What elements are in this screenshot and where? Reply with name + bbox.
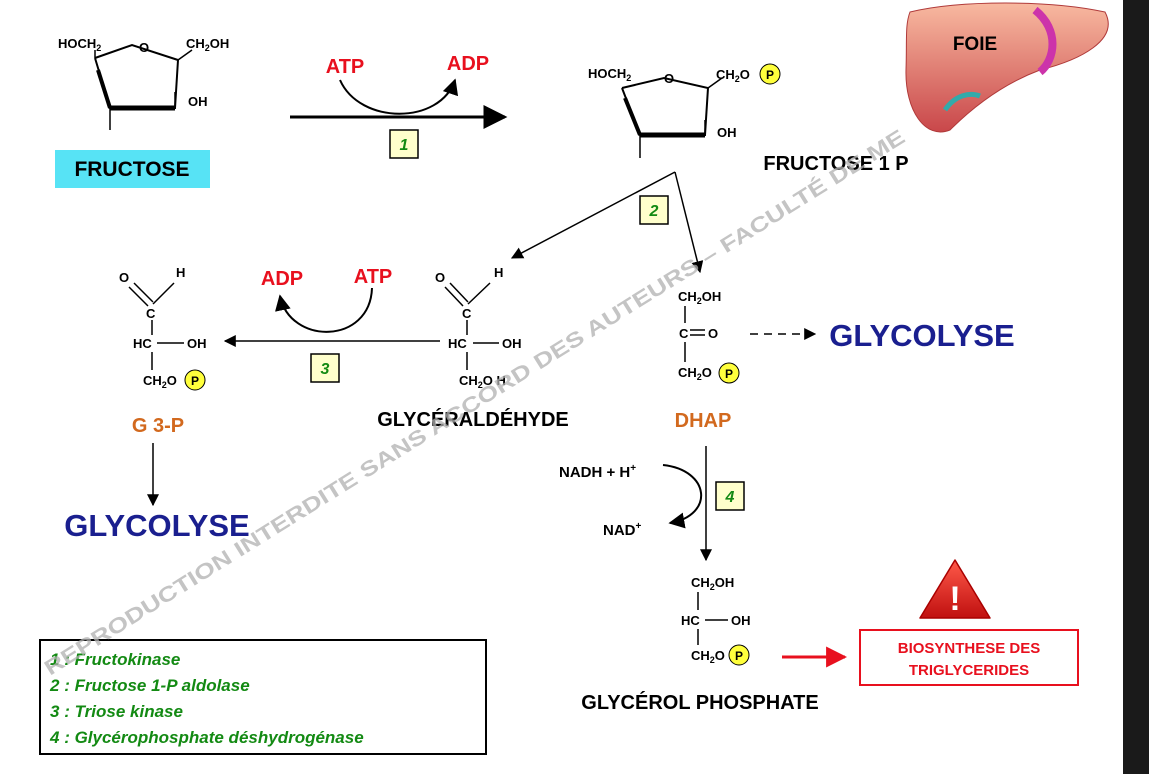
svg-text:CH2OH: CH2OH — [186, 36, 229, 53]
dhap-ch2oh: CH — [678, 289, 697, 304]
step-2-reaction: 2 — [510, 171, 704, 274]
svg-text:CH2O: CH2O — [678, 365, 712, 382]
fructose-oh: OH — [188, 94, 208, 109]
svg-text:CH2O H: CH2O H — [459, 373, 506, 390]
g3p-hc: HC — [133, 336, 152, 351]
fructose-1p-hoch2: HOCH — [588, 66, 626, 81]
step-3-number: 3 — [321, 361, 330, 378]
legend-item: 1 : Fructokinase — [50, 650, 180, 669]
dhap-structure: CH2OH C O CH2O P — [678, 289, 740, 384]
svg-text:P: P — [735, 649, 743, 663]
legend-item: 4 : Glycérophosphate déshydrogénase — [49, 728, 364, 747]
fructose-ring-o: O — [139, 40, 149, 55]
svg-text:O: O — [435, 270, 445, 285]
svg-text:HOCH2: HOCH2 — [58, 36, 101, 53]
svg-text:NAD+: NAD+ — [603, 521, 642, 539]
fructose-1p-ring-o: O — [664, 71, 674, 86]
fructose-hoch2: HOCH — [58, 36, 96, 51]
fructose-1p-label: FRUCTOSE 1 P — [763, 153, 908, 175]
dhap-c: C — [679, 326, 689, 341]
glycerol-phosphate-p — [728, 644, 750, 666]
svg-text:P: P — [725, 367, 733, 381]
fructose-1p-ch2o: CH — [716, 67, 735, 82]
glycolyse-right: GLYCOLYSE — [829, 318, 1015, 353]
legend-item: 2 : Fructose 1-P aldolase — [49, 676, 250, 695]
g3p-label: G 3-P — [132, 415, 184, 437]
g3p-oh: OH — [187, 336, 207, 351]
svg-text:P: P — [766, 68, 774, 82]
glycerol-oh: OH — [731, 613, 751, 628]
biosynthesis-line1: BIOSYNTHESE DES — [898, 640, 1041, 657]
biosynthesis-box — [859, 629, 1079, 686]
biosynthesis-line2: TRIGLYCERIDES — [909, 662, 1029, 679]
step-1-number: 1 — [400, 137, 409, 154]
dhap-o: O — [708, 326, 718, 341]
warning-icon: ! — [919, 559, 991, 619]
step-3-atp: ATP — [354, 266, 393, 288]
step-4-badge — [715, 481, 745, 511]
svg-text:CH2OH: CH2OH — [691, 575, 734, 592]
fructose-1p-phosphate — [759, 63, 781, 85]
glyceraldehyde-label: GLYCÉRALDÉHYDE — [377, 408, 569, 431]
svg-text:NADH + H+: NADH + H+ — [559, 463, 636, 481]
dhap-label: DHAP — [675, 410, 732, 432]
step-1-adp: ADP — [447, 53, 489, 75]
step-3-adp: ADP — [261, 268, 303, 290]
g3p-structure: O H C HC OH CH2O P — [119, 265, 207, 391]
glyceraldehyde-ch2oh: CH — [459, 373, 478, 388]
fructose-1p-oh: OH — [717, 125, 737, 140]
fructose-label-box — [55, 150, 210, 188]
glycerol-hc: HC — [681, 613, 700, 628]
dhap-phosphate — [718, 362, 740, 384]
glycolyse-left: GLYCOLYSE — [64, 508, 250, 543]
svg-text:H: H — [494, 265, 503, 280]
step-2-badge — [639, 195, 669, 225]
window-edge — [1123, 0, 1149, 774]
svg-text:O: O — [119, 270, 129, 285]
step-2-number: 2 — [649, 203, 659, 220]
svg-text:C: C — [146, 306, 156, 321]
watermark: REPRODUCTION INTERDITE SANS ACCORD DES A… — [40, 126, 909, 681]
fructose-1p-structure: HOCH2 O CH2O P OH — [588, 63, 781, 158]
glycerol-ch2oh: CH — [691, 575, 710, 590]
svg-text:CH2O: CH2O — [691, 648, 725, 665]
g3p-phosphate — [184, 369, 206, 391]
g3p-ch2o: CH — [143, 373, 162, 388]
glycerol-ch2o: CH — [691, 648, 710, 663]
fructose-structure: HOCH2 O CH2OH OH — [58, 36, 229, 130]
svg-text:CH2OH: CH2OH — [678, 289, 721, 306]
step-4-number: 4 — [725, 489, 735, 506]
step-3-badge — [310, 353, 340, 383]
svg-text:H: H — [176, 265, 185, 280]
step-1-badge — [389, 129, 419, 159]
step-4-reaction: NADH + H+ NAD+ 4 — [559, 446, 745, 562]
liver-illustration: FOIE — [905, 2, 1109, 133]
glyceraldehyde-oh: OH — [502, 336, 522, 351]
dhap-ch2o: CH — [678, 365, 697, 380]
svg-text:C: C — [462, 306, 472, 321]
glycerol-phosphate-label: GLYCÉROL PHOSPHATE — [581, 691, 818, 714]
legend-item: 3 : Triose kinase — [50, 702, 183, 721]
step-1-atp: ATP — [326, 56, 365, 78]
step-3-reaction: ADP ATP 3 — [223, 266, 440, 383]
glyceraldehyde-hc: HC — [448, 336, 467, 351]
fructose-label: FRUCTOSE — [74, 158, 189, 181]
fructose-ch2oh: CH — [186, 36, 205, 51]
svg-text:CH2O: CH2O — [716, 67, 750, 84]
svg-text:CH2O: CH2O — [143, 373, 177, 390]
step-4-nad: NAD — [603, 522, 636, 539]
svg-text:P: P — [191, 374, 199, 388]
glyceraldehyde-structure: O H C HC OH CH2O H — [435, 265, 522, 390]
glycerol-phosphate-structure: CH2OH HC OH CH2O P — [681, 575, 751, 666]
enzyme-legend: 1 : Fructokinase 2 : Fructose 1-P aldola… — [39, 639, 487, 755]
step-1-reaction: ATP ADP 1 — [290, 53, 508, 159]
liver-label: FOIE — [953, 34, 997, 55]
svg-text:!: ! — [949, 580, 960, 618]
svg-text:HOCH2: HOCH2 — [588, 66, 631, 83]
step-4-nadh: NADH + H — [559, 464, 630, 481]
